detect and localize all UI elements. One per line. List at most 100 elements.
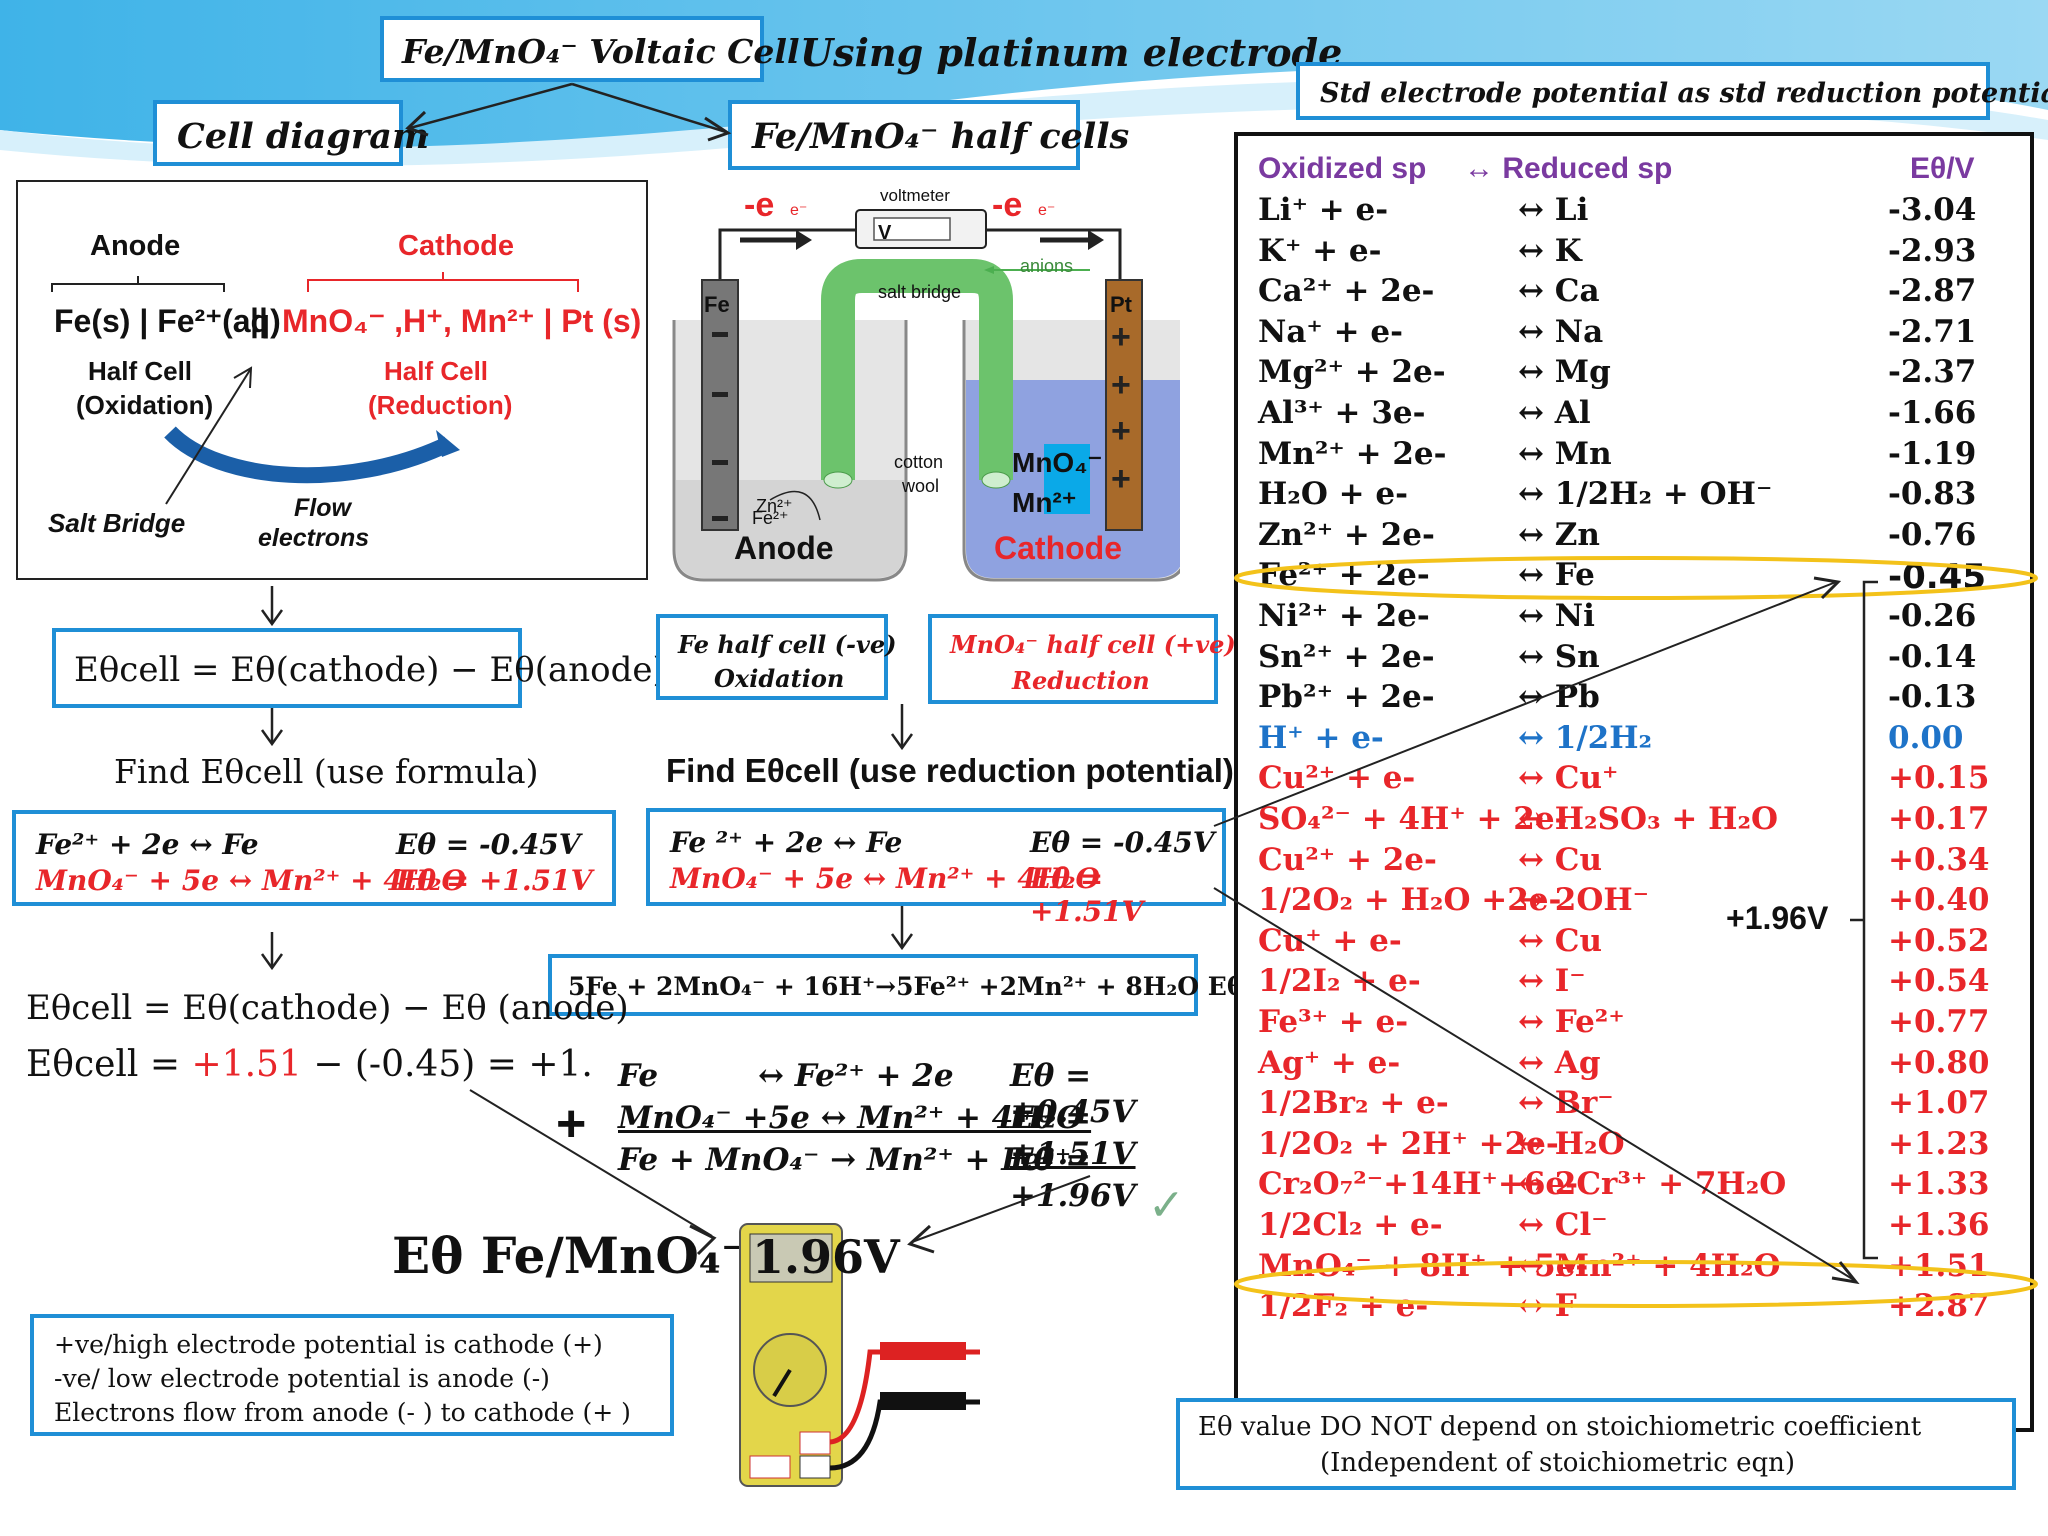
bracket-label: +1.96V <box>1726 900 1829 936</box>
cell-potential: -1.19 <box>1888 435 1977 472</box>
cell-reduced: ↔ Cu <box>1518 922 1602 959</box>
cell-potential: +0.17 <box>1888 801 1990 837</box>
cell-potential: -2.93 <box>1888 232 1977 269</box>
cell-reduced: ↔ I⁻ <box>1518 963 1586 1000</box>
wool-label: wool <box>902 476 940 496</box>
flow-label: Flow <box>294 494 351 522</box>
cell-potential: 0.00 <box>1888 719 1964 756</box>
check-icon: ✓ <box>1148 1180 1185 1231</box>
cell-oxidized: Ni²⁺ + 2e- <box>1258 598 1430 634</box>
half-cells-label: Fe/MnO₄⁻ half cells <box>752 116 1130 157</box>
anode-apparatus-label: Anode <box>734 530 834 566</box>
table-row: Ag⁺ + e- ↔ Ag +0.80 <box>1238 1045 1998 1085</box>
cell-reduced: ↔ Pb <box>1518 679 1600 716</box>
left-eq-line1: Fe²⁺ + 2e ↔ Fe <box>36 828 259 861</box>
notation-left: Fe(s) | Fe²⁺(aq) <box>54 303 281 339</box>
half-cells-label-box: Fe/MnO₄⁻ half cells <box>728 100 1129 170</box>
cell-potential: +1.07 <box>1888 1085 1990 1122</box>
sum-r2c: Eθ = +1.51V <box>1010 1100 1136 1172</box>
header-reduced: ↔ Reduced sp <box>1464 152 1673 185</box>
left-eq-line1-e: Eθ = -0.45V <box>396 828 581 861</box>
cell-reduced: ↔ Mg <box>1518 354 1611 391</box>
footer-note-2: (Independent of stoichiometric eqn) <box>1320 1448 1796 1478</box>
cell-oxidized: Li⁺ + e- <box>1258 192 1389 228</box>
anode-label: Anode <box>90 230 181 262</box>
note-2: -ve/ low electrode potential is anode (-… <box>54 1364 550 1393</box>
mn2-label: Mn²⁺ <box>1012 487 1077 518</box>
formula-text: Eθcell = Eθ(cathode) − Eθ(anode) <box>74 650 666 690</box>
cathode-apparatus-label: Cathode <box>994 530 1122 566</box>
fe-half-cell-line2: Oxidation <box>714 664 845 693</box>
cell-reduced: ↔ Na <box>1518 313 1604 350</box>
result-arrows <box>469 1089 1091 1256</box>
table-row: 1/2Cl₂ + e-↔ Cl⁻+1.36 <box>1238 1207 1998 1247</box>
cell-potential: +1.33 <box>1888 1166 1990 1203</box>
table-row: Cu²⁺ + 2e-↔ Cu+0.34 <box>1238 842 1998 882</box>
fe2-label: Fe²⁺ <box>752 508 789 528</box>
cell-reduced: ↔ H₂SO₃ + H₂O <box>1518 801 1779 837</box>
cell-oxidized: Sn²⁺ + 2e- <box>1258 638 1435 675</box>
note-3: Electrons flow from anode (- ) to cathod… <box>54 1398 631 1427</box>
cell-potential: -0.14 <box>1888 638 1977 675</box>
cell-oxidized: H⁺ + e- <box>1258 719 1384 756</box>
left-equation-box: Fe²⁺ + 2e ↔ Fe Eθ = -0.45V MnO₄⁻ + 5e ↔ … <box>12 810 616 906</box>
cell-potential: -1.66 <box>1888 395 1977 431</box>
table-row: Mg²⁺ + 2e-↔ Mg-2.37 <box>1238 354 1998 394</box>
table-row: Mn²⁺ + 2e-↔ Mn-1.19 <box>1238 436 1998 476</box>
svg-text:+: + <box>1111 318 1131 356</box>
overall-equation: 5Fe + 2MnO₄⁻ + 16H⁺→5Fe²⁺ +2Mn²⁺ + 8H₂O … <box>568 972 1297 1001</box>
cell-potential: -0.83 <box>1888 476 1977 513</box>
footer-note-1: Eθ value DO NOT depend on stoichiometric… <box>1198 1412 1922 1442</box>
e-small-right: e⁻ <box>1038 202 1056 219</box>
mno4-label: MnO₄⁻ <box>1012 447 1103 478</box>
cell-reduced: ↔ 2OH⁻ <box>1518 882 1649 919</box>
mid-eq-line1-e: Eθ = -0.45V <box>1030 826 1215 859</box>
svg-text:+: + <box>1111 412 1131 450</box>
cell-oxidized: Na⁺ + e- <box>1258 313 1403 350</box>
minus-e-right: -e <box>992 186 1023 224</box>
cell-potential: +0.80 <box>1888 1044 1990 1081</box>
cell-potential: +1.51 <box>1888 1247 1990 1284</box>
table-row: SO₄²⁻ + 4H⁺ + 2e-↔ H₂SO₃ + H₂O+0.17 <box>1238 801 1998 841</box>
result-value: 1.96V <box>752 1230 900 1284</box>
sum-r1b: ↔ Fe²⁺ + 2e <box>758 1058 954 1094</box>
mid-eq-line2-e: Eθ = +1.51V <box>1030 862 1144 928</box>
cell-reduced: ↔ Li <box>1518 192 1589 228</box>
notation-sep: || <box>250 302 268 338</box>
cell-oxidized: Ag⁺ + e- <box>1258 1044 1401 1081</box>
table-row: 1/2O₂ + 2H⁺ +2e-↔ H₂O+1.23 <box>1238 1126 1998 1166</box>
cell-oxidized: 1/2O₂ + H₂O +2e- <box>1258 882 1562 919</box>
cell-oxidized: Mg²⁺ + 2e- <box>1258 354 1446 391</box>
cell-potential: +0.52 <box>1888 922 1990 959</box>
cell-oxidized: 1/2O₂ + 2H⁺ +2e- <box>1258 1125 1559 1162</box>
table-row: Ni²⁺ + 2e-↔ Ni-0.26 <box>1238 598 1998 638</box>
cell-oxidized: 1/2Br₂ + e- <box>1258 1085 1449 1122</box>
svg-text:+: + <box>1111 366 1131 404</box>
left-eq-line2-e: Eθ = +1.51V <box>396 864 593 897</box>
find-reduction-label: Find Eθcell (use reduction potential) <box>666 752 1234 789</box>
cell-diagram-panel: Anode Cathode Fe(s) | Fe²⁺(aq) || MnO₄⁻ … <box>16 180 648 580</box>
cell-diagram-label: Cell diagram <box>177 116 429 157</box>
voltmeter-label: voltmeter <box>880 186 950 205</box>
notation-right: MnO₄⁻ ,H⁺, Mn²⁺ | Pt (s) <box>282 303 642 339</box>
cell-diagram-label-box: Cell diagram <box>153 100 429 166</box>
cell-potential: -0.76 <box>1888 516 1977 553</box>
voltaic-cell-apparatus: ++++ <box>660 180 1180 600</box>
table-row: Na⁺ + e-↔ Na-2.71 <box>1238 314 1998 354</box>
cell-reduced: ↔ Sn <box>1518 638 1600 675</box>
cell-reduced: ↔ Ag <box>1518 1044 1601 1081</box>
table-row: Al³⁺ + 3e-↔ Al-1.66 <box>1238 395 1998 435</box>
header-potential: Eθ/V <box>1910 152 1975 185</box>
table-row: Fe³⁺ + e-↔ Fe²⁺+0.77 <box>1238 1004 1998 1044</box>
flow-arrows <box>260 586 914 971</box>
cell-oxidized: Al³⁺ + 3e- <box>1258 395 1426 431</box>
table-row: Sn²⁺ + 2e- ↔ Sn -0.14 <box>1238 639 1998 679</box>
cell-reduced: ↔ Mn²⁺ + 4H₂O <box>1518 1247 1781 1284</box>
sum-r3c: Eθ = +1.96V <box>1010 1142 1136 1214</box>
cell-potential: -0.13 <box>1888 679 1977 716</box>
left-eq-line2: MnO₄⁻ + 5e ↔ Mn²⁺ + 4H₂O <box>36 864 466 897</box>
table-row: 1/2I₂ + e-↔ I⁻+0.54 <box>1238 963 1998 1003</box>
cell-oxidized: K⁺ + e- <box>1258 232 1382 269</box>
notes-box: +ve/high electrode potential is cathode … <box>30 1314 674 1436</box>
